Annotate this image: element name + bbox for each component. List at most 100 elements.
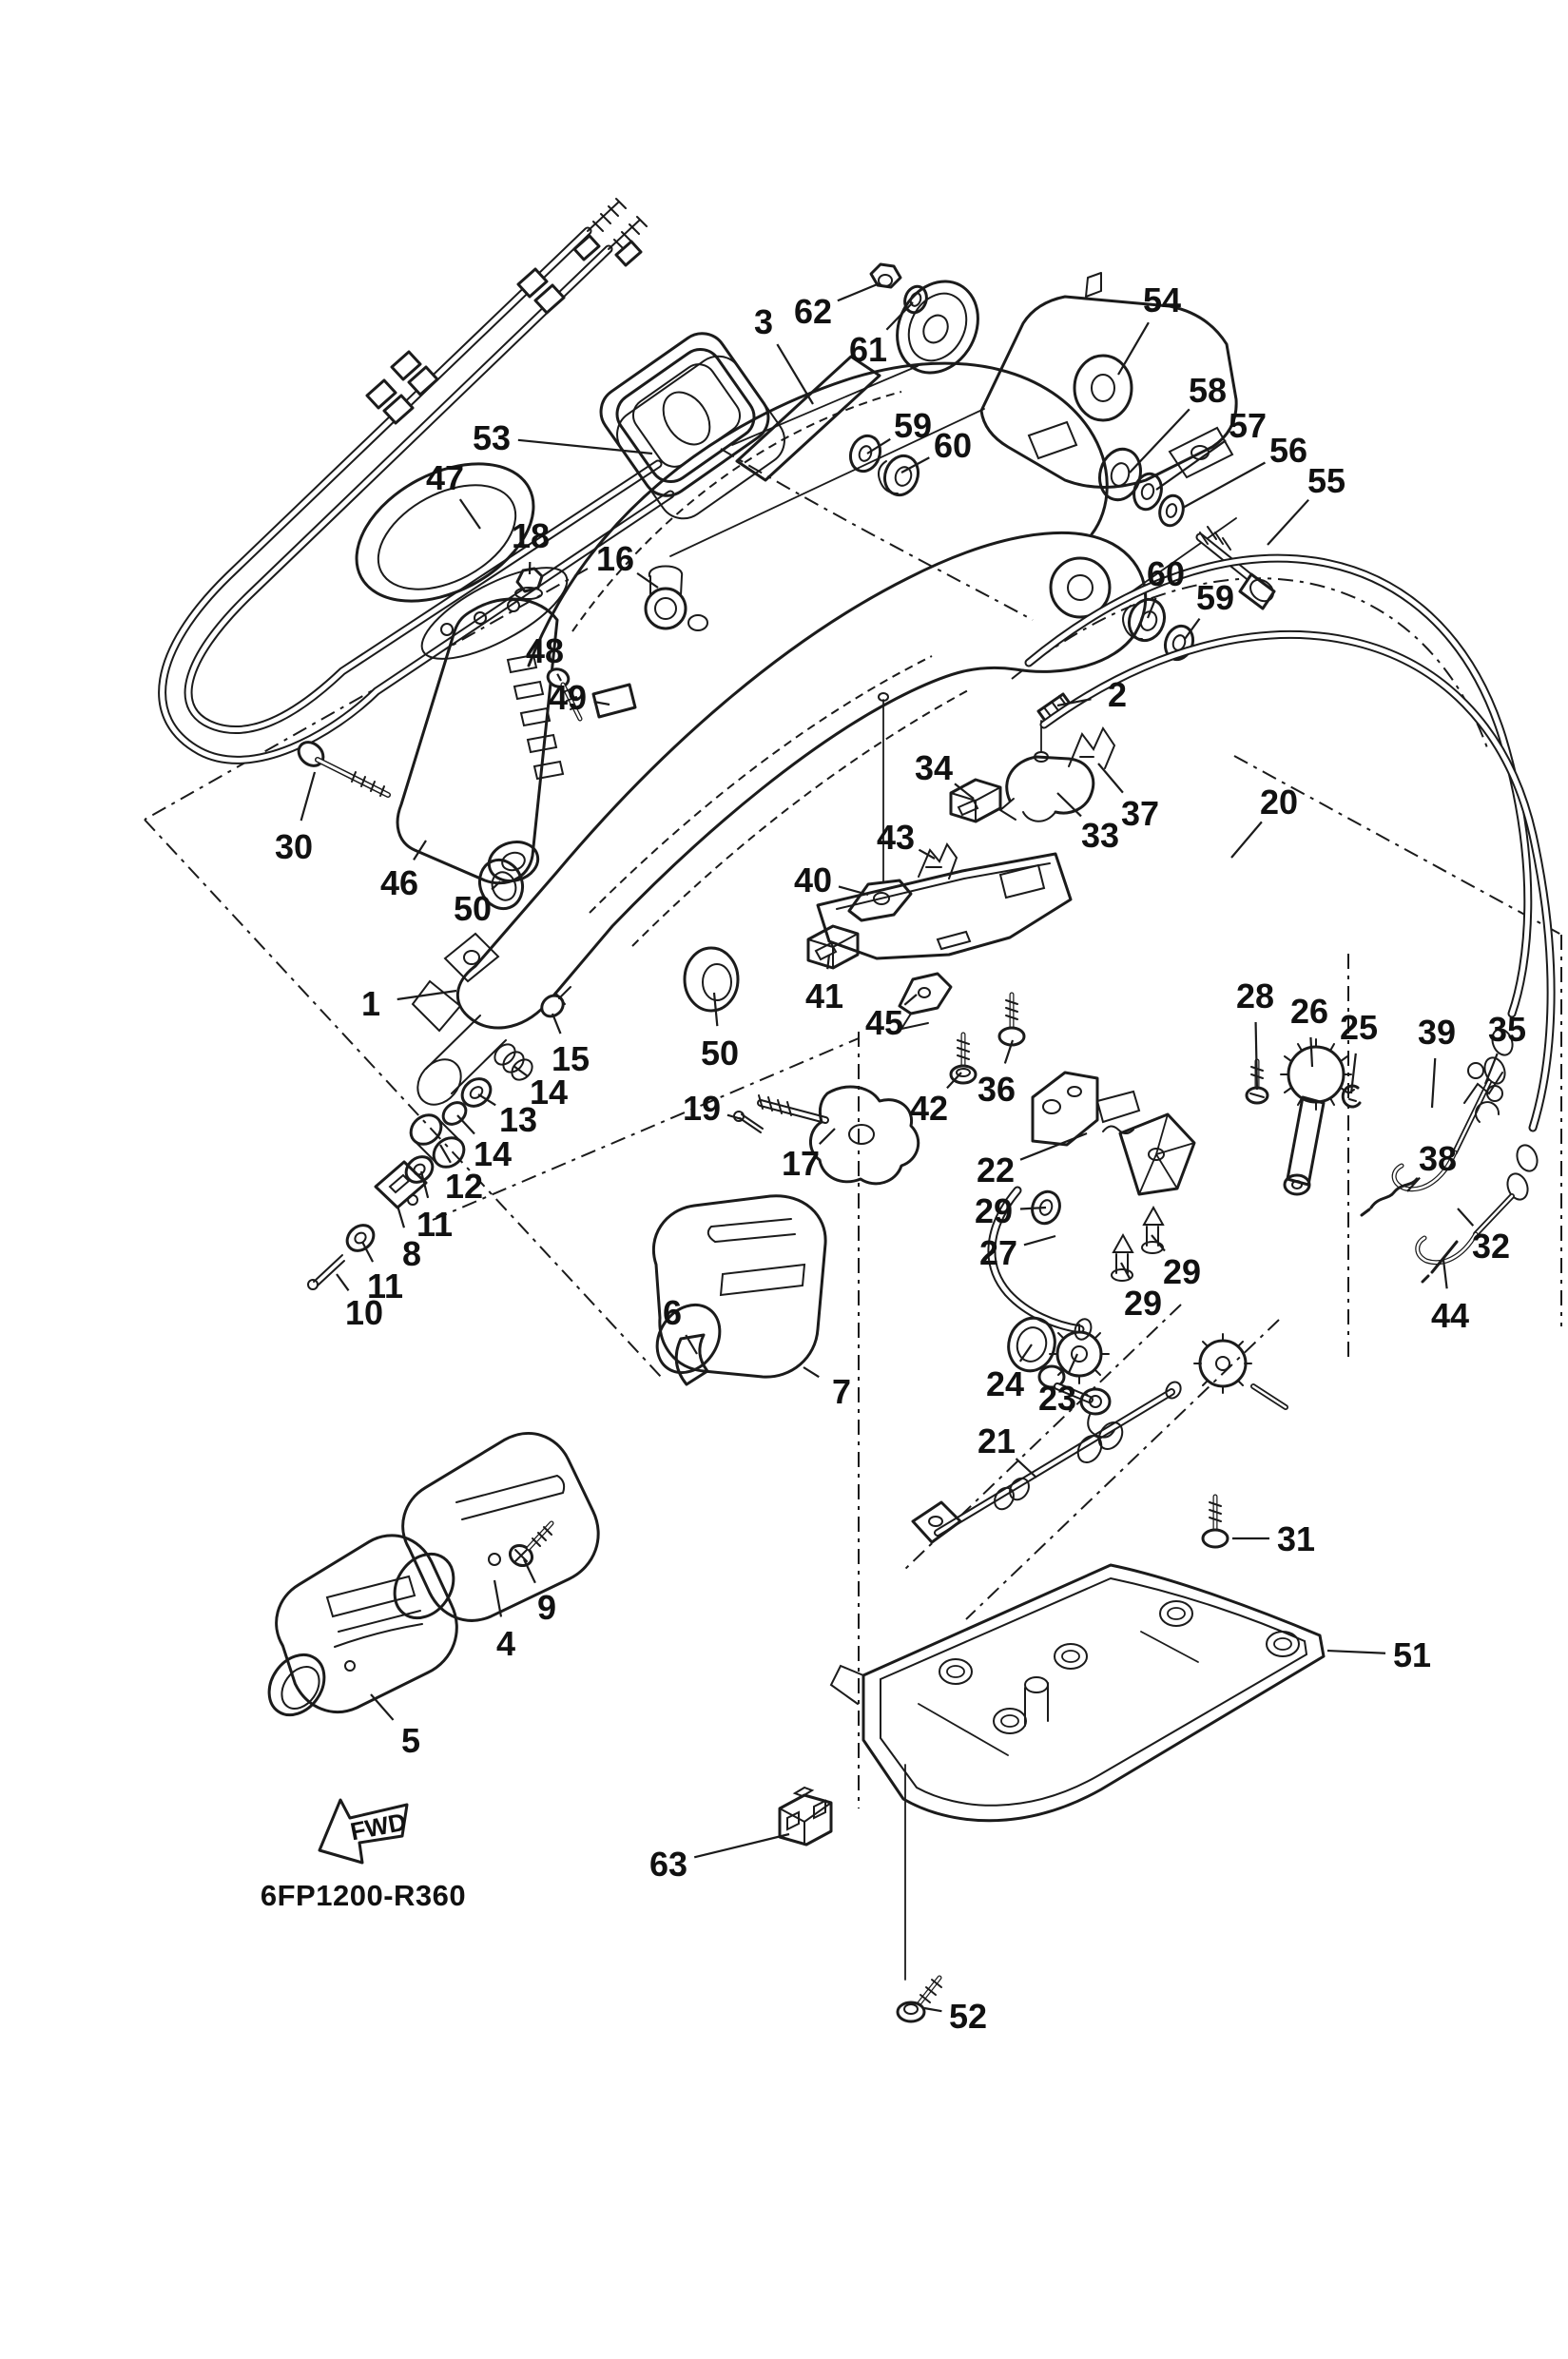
roller-outer bbox=[896, 280, 979, 375]
pivot-boss bbox=[1049, 556, 1112, 619]
nut-62-bore bbox=[878, 274, 893, 287]
callout-46-label: 46 bbox=[380, 863, 418, 902]
callout-29-leader bbox=[1151, 1234, 1166, 1252]
callout-40-leader bbox=[838, 885, 869, 897]
cable-threaded-ends bbox=[572, 198, 648, 267]
boss bbox=[1054, 1643, 1088, 1670]
cable-32-rod-core bbox=[1474, 1194, 1514, 1236]
callout-55-label: 55 bbox=[1307, 461, 1345, 500]
arm-tube-end bbox=[416, 1058, 462, 1106]
diagram-code: 6FP1200-R360 bbox=[261, 1879, 466, 1912]
bolt-31-head bbox=[1201, 1528, 1229, 1549]
part-42-bolt bbox=[949, 1032, 978, 1085]
callout-61-leader bbox=[885, 301, 914, 331]
callout-32-label: 32 bbox=[1472, 1227, 1510, 1266]
callout-12-leader bbox=[439, 1144, 452, 1164]
washer-57-inner bbox=[1140, 483, 1155, 500]
part-5-grip-sleeve bbox=[267, 1534, 458, 1717]
connector-cavity-b bbox=[813, 1799, 826, 1820]
callout-10-label: 10 bbox=[345, 1293, 383, 1332]
part-19-pin bbox=[733, 1111, 764, 1133]
part-46-47-stand bbox=[297, 462, 569, 911]
knob-hub bbox=[848, 1124, 875, 1145]
callout-62-leader bbox=[837, 281, 881, 302]
washer-59a-bore bbox=[858, 445, 873, 462]
callout-33-leader bbox=[1056, 792, 1082, 818]
callout-29-label: 29 bbox=[975, 1191, 1013, 1230]
callout-55-leader bbox=[1267, 498, 1309, 546]
parts-chain-8-15 bbox=[307, 986, 571, 1290]
callout-34-label: 34 bbox=[915, 748, 953, 787]
callout-42-leader bbox=[946, 1072, 962, 1090]
callout-23-leader bbox=[1067, 1353, 1079, 1374]
grip-7-mouth bbox=[655, 1303, 722, 1375]
callout-36-label: 36 bbox=[978, 1070, 1016, 1109]
callout-35-leader bbox=[1483, 1053, 1499, 1085]
callout-9-label: 9 bbox=[537, 1588, 556, 1627]
callout-62-label: 62 bbox=[794, 292, 832, 331]
plate-outline bbox=[816, 852, 1073, 960]
throttle-mechanism bbox=[987, 1038, 1362, 1384]
gear-26-teeth bbox=[1280, 1038, 1352, 1111]
callout-25-leader bbox=[1349, 1053, 1357, 1094]
coil bbox=[511, 1058, 533, 1081]
part-33-clamp bbox=[998, 720, 1095, 822]
callout-56-label: 56 bbox=[1269, 431, 1307, 470]
screw-52-threads bbox=[920, 1979, 942, 2003]
align-line-a bbox=[669, 408, 985, 557]
callout-37-label: 37 bbox=[1121, 794, 1159, 833]
callout-43-leader bbox=[918, 848, 936, 860]
callout-12-label: 12 bbox=[445, 1167, 483, 1206]
callout-20-label: 20 bbox=[1260, 783, 1298, 822]
callout-43-label: 43 bbox=[877, 818, 915, 857]
callout-41-label: 41 bbox=[805, 976, 843, 1015]
handle-grip-parts bbox=[267, 1194, 827, 1717]
callout-28-leader bbox=[1254, 1021, 1259, 1091]
connector-tab bbox=[792, 1786, 815, 1798]
callout-48-leader bbox=[556, 673, 562, 682]
shaft-end-hole bbox=[928, 1516, 943, 1527]
callout-50-label: 50 bbox=[454, 889, 492, 928]
bracket-46-pivot bbox=[487, 841, 540, 882]
callout-31-label: 31 bbox=[1277, 1519, 1315, 1558]
callout-57-label: 57 bbox=[1229, 406, 1267, 445]
bushing-60a-flange bbox=[878, 460, 899, 494]
part-38-wire bbox=[1360, 1177, 1419, 1217]
parts-50b-17-19 bbox=[683, 946, 920, 1186]
grip-4-slot bbox=[455, 1475, 566, 1520]
cam-radials bbox=[1138, 1113, 1195, 1195]
pin-tip bbox=[1142, 1205, 1165, 1226]
part-41-damper bbox=[806, 924, 860, 970]
cam-hub bbox=[1148, 1148, 1165, 1161]
nut-18-flange bbox=[514, 587, 543, 600]
callout-21-label: 21 bbox=[978, 1421, 1016, 1460]
callout-8-label: 8 bbox=[402, 1234, 421, 1273]
callout-14-label: 14 bbox=[530, 1073, 568, 1112]
callout-5-label: 5 bbox=[401, 1721, 420, 1760]
cap-47-inner bbox=[377, 484, 517, 590]
grip-5-mouth-inner bbox=[281, 1666, 320, 1710]
callout-29-leader bbox=[1120, 1262, 1132, 1280]
shaft-tip bbox=[1165, 1381, 1182, 1400]
screw-52-core bbox=[917, 1976, 941, 2006]
collar-end-a bbox=[409, 1113, 443, 1146]
part-9-screw bbox=[508, 1520, 554, 1568]
bracket-22-body bbox=[1031, 1071, 1099, 1147]
callout-47-leader bbox=[458, 498, 481, 530]
bushing-50a-bore bbox=[491, 871, 517, 901]
callout-44-leader bbox=[1442, 1259, 1448, 1289]
clamp-hole bbox=[463, 950, 480, 965]
grommet-hole bbox=[662, 391, 711, 446]
bracket-22-hole-b bbox=[1067, 1086, 1082, 1097]
callout-38-leader bbox=[1406, 1176, 1421, 1192]
part-36-bolt bbox=[997, 992, 1026, 1047]
callout-29-label: 29 bbox=[1163, 1252, 1201, 1291]
callout-59-leader bbox=[1184, 617, 1201, 640]
grommet-ring-shadow bbox=[616, 355, 785, 520]
clamp-45-hole bbox=[918, 987, 931, 998]
callout-6-leader bbox=[685, 1334, 698, 1355]
part-11-washer-b bbox=[345, 1224, 376, 1252]
tray-rim bbox=[880, 1576, 1308, 1807]
plate-hole bbox=[474, 611, 487, 625]
part-50-bushing-b bbox=[683, 946, 740, 1013]
